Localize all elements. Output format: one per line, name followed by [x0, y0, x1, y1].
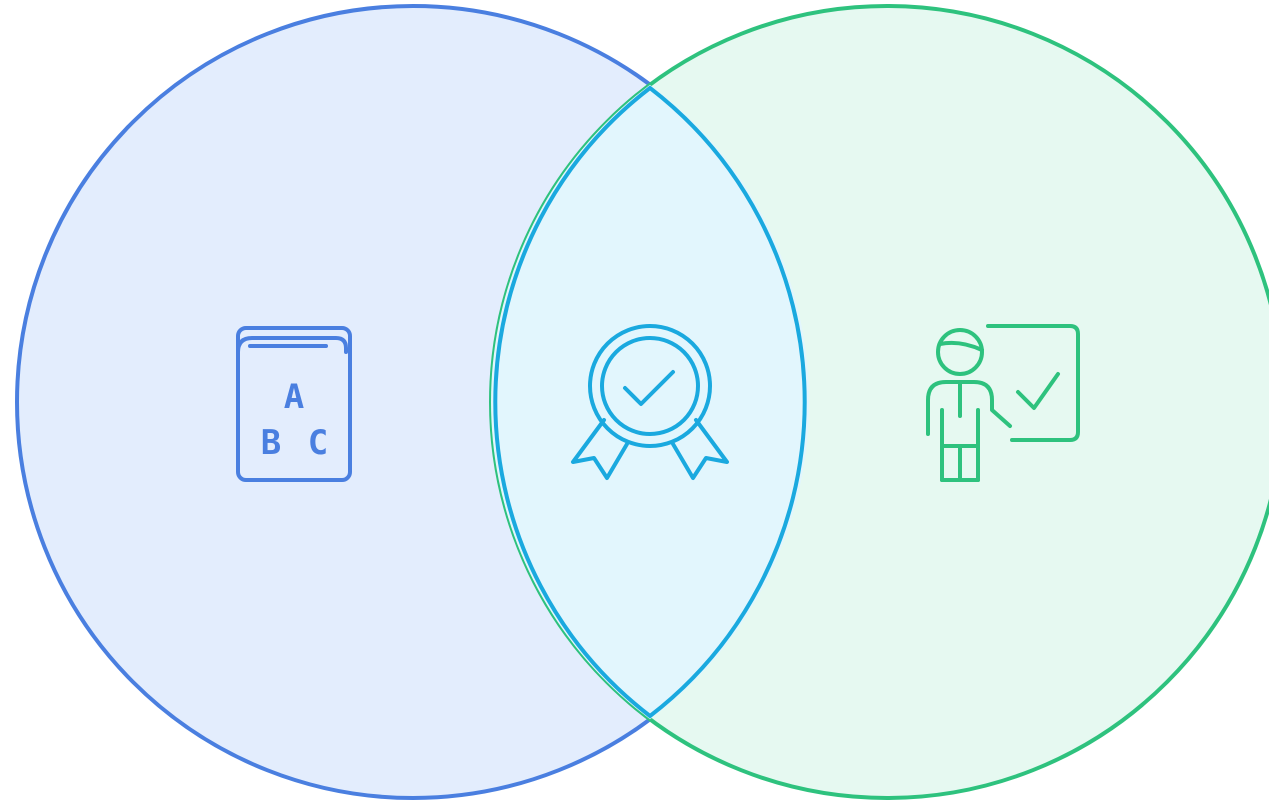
- book-letter-a: A: [284, 377, 304, 417]
- book-letter-b: B: [261, 423, 281, 463]
- award-badge-check-icon: [571, 324, 729, 480]
- book-letter-c: C: [308, 423, 328, 463]
- teacher-whiteboard-check-icon: [926, 324, 1080, 482]
- intersection-region: [491, 6, 809, 798]
- abc-book-icon: A B C: [236, 326, 352, 482]
- intersection-outline: [493, 85, 807, 719]
